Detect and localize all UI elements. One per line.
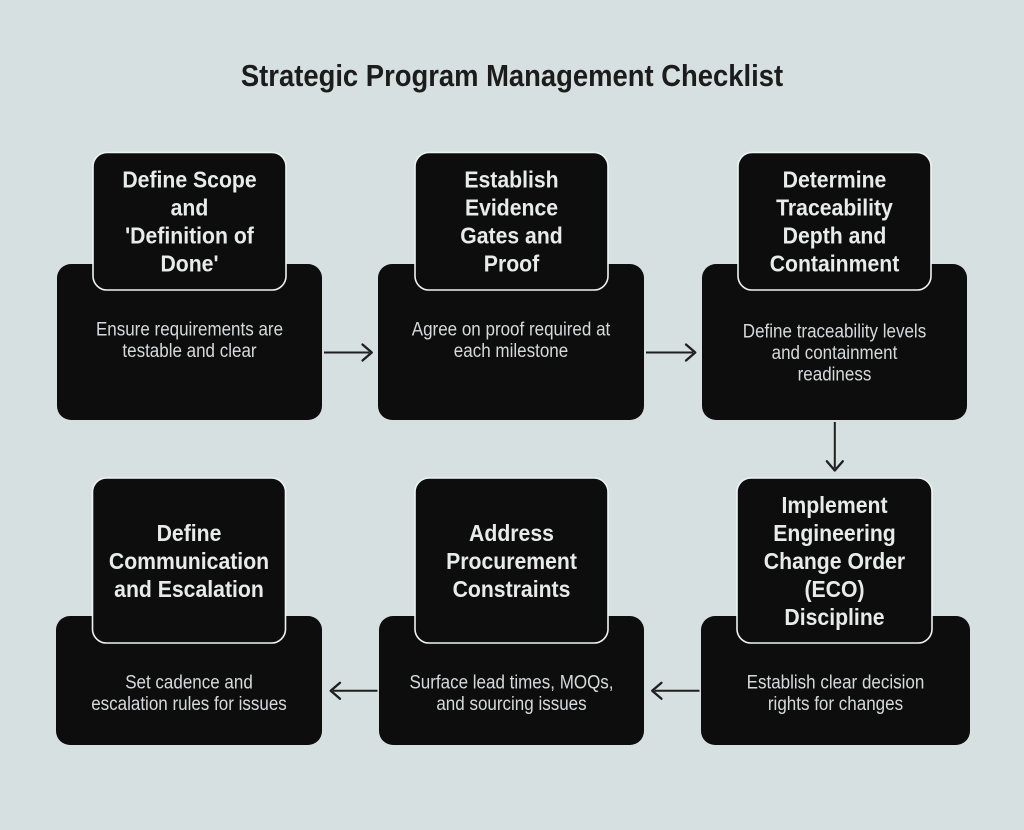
svg-text:Constraints: Constraints [453,576,571,602]
svg-text:Define Scope: Define Scope [122,167,256,193]
svg-text:Set cadence and: Set cadence and [125,673,253,694]
svg-text:Address: Address [469,520,554,546]
svg-text:and sourcing issues: and sourcing issues [436,694,586,715]
svg-text:Agree on proof required at: Agree on proof required at [412,320,611,341]
svg-text:Communication: Communication [109,548,269,574]
svg-text:and: and [171,195,209,221]
svg-text:Done': Done' [160,251,218,277]
svg-text:testable and clear: testable and clear [122,341,257,362]
svg-text:and containment: and containment [772,343,898,364]
svg-text:Procurement: Procurement [446,548,577,574]
svg-text:Change Order: Change Order [764,548,905,574]
svg-text:Establish: Establish [464,167,558,193]
svg-text:readiness: readiness [798,364,872,385]
svg-text:Evidence: Evidence [465,195,558,221]
svg-text:Define: Define [157,520,222,546]
svg-text:Depth and: Depth and [783,223,887,249]
svg-text:'Definition of: 'Definition of [125,223,254,249]
svg-text:Discipline: Discipline [784,604,884,630]
svg-text:Determine: Determine [783,167,887,193]
svg-text:Traceability: Traceability [776,195,893,221]
svg-text:Establish clear decision: Establish clear decision [747,673,925,694]
svg-text:Ensure requirements are: Ensure requirements are [96,320,283,341]
svg-text:and Escalation: and Escalation [114,576,264,602]
svg-text:Gates and: Gates and [460,223,563,249]
svg-text:escalation rules for issues: escalation rules for issues [91,694,287,715]
svg-text:Containment: Containment [770,251,900,277]
svg-text:Proof: Proof [484,251,540,277]
svg-text:Strategic Program Management C: Strategic Program Management Checklist [241,58,783,93]
svg-text:Implement: Implement [781,492,887,518]
svg-text:each milestone: each milestone [454,341,568,362]
svg-text:Engineering: Engineering [773,520,896,546]
svg-text:Define traceability levels: Define traceability levels [743,322,926,343]
svg-text:rights for changes: rights for changes [768,694,903,715]
svg-text:(ECO): (ECO) [804,576,864,602]
svg-text:Surface lead times, MOQs,: Surface lead times, MOQs, [409,673,613,694]
